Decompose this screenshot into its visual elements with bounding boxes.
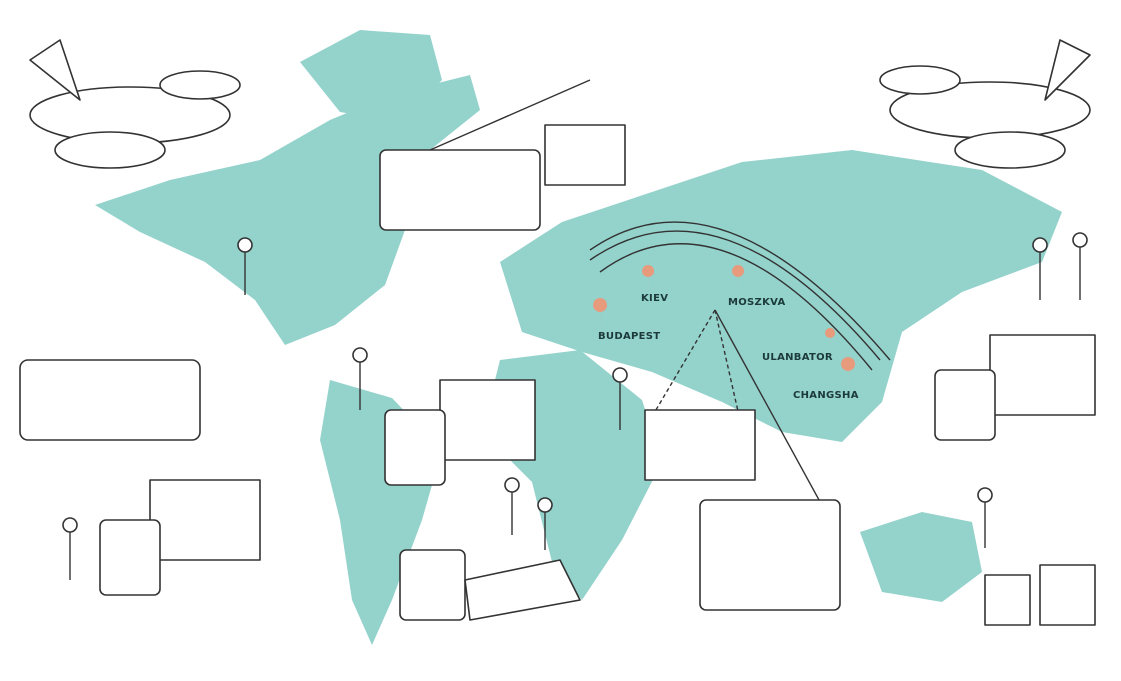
city-label-ulanbator: ULANBATOR: [762, 352, 833, 363]
forklift-right: [984, 564, 1096, 626]
australia: [860, 512, 982, 602]
truck-left-top: [19, 359, 201, 441]
plane-left: [29, 39, 241, 169]
flatbed-truck: [399, 549, 581, 621]
city-label-budapest: BUDAPEST: [598, 331, 661, 342]
pin-icon: [841, 357, 856, 388]
truck-right: [934, 334, 1096, 441]
north-america: [95, 75, 480, 345]
plane-right: [879, 39, 1091, 169]
city-pins: [593, 265, 856, 388]
crane-truck-top: [379, 79, 626, 231]
container-train: [589, 221, 891, 371]
truck-center: [384, 379, 536, 486]
crane-center: [644, 309, 841, 611]
pin-icon: [642, 265, 655, 292]
eurasia: [500, 150, 1062, 442]
pin-icon: [732, 265, 745, 292]
city-label-moszkva: MOSZKVA: [728, 297, 786, 308]
greenland: [300, 30, 442, 122]
truck-left-bottom: [99, 479, 261, 596]
pin-icon: [593, 298, 608, 328]
city-label-kiev: KIEV: [641, 293, 669, 304]
city-label-changsha: CHANGSHA: [793, 390, 859, 401]
pin-icon: [825, 328, 836, 350]
workers: [62, 232, 1088, 580]
